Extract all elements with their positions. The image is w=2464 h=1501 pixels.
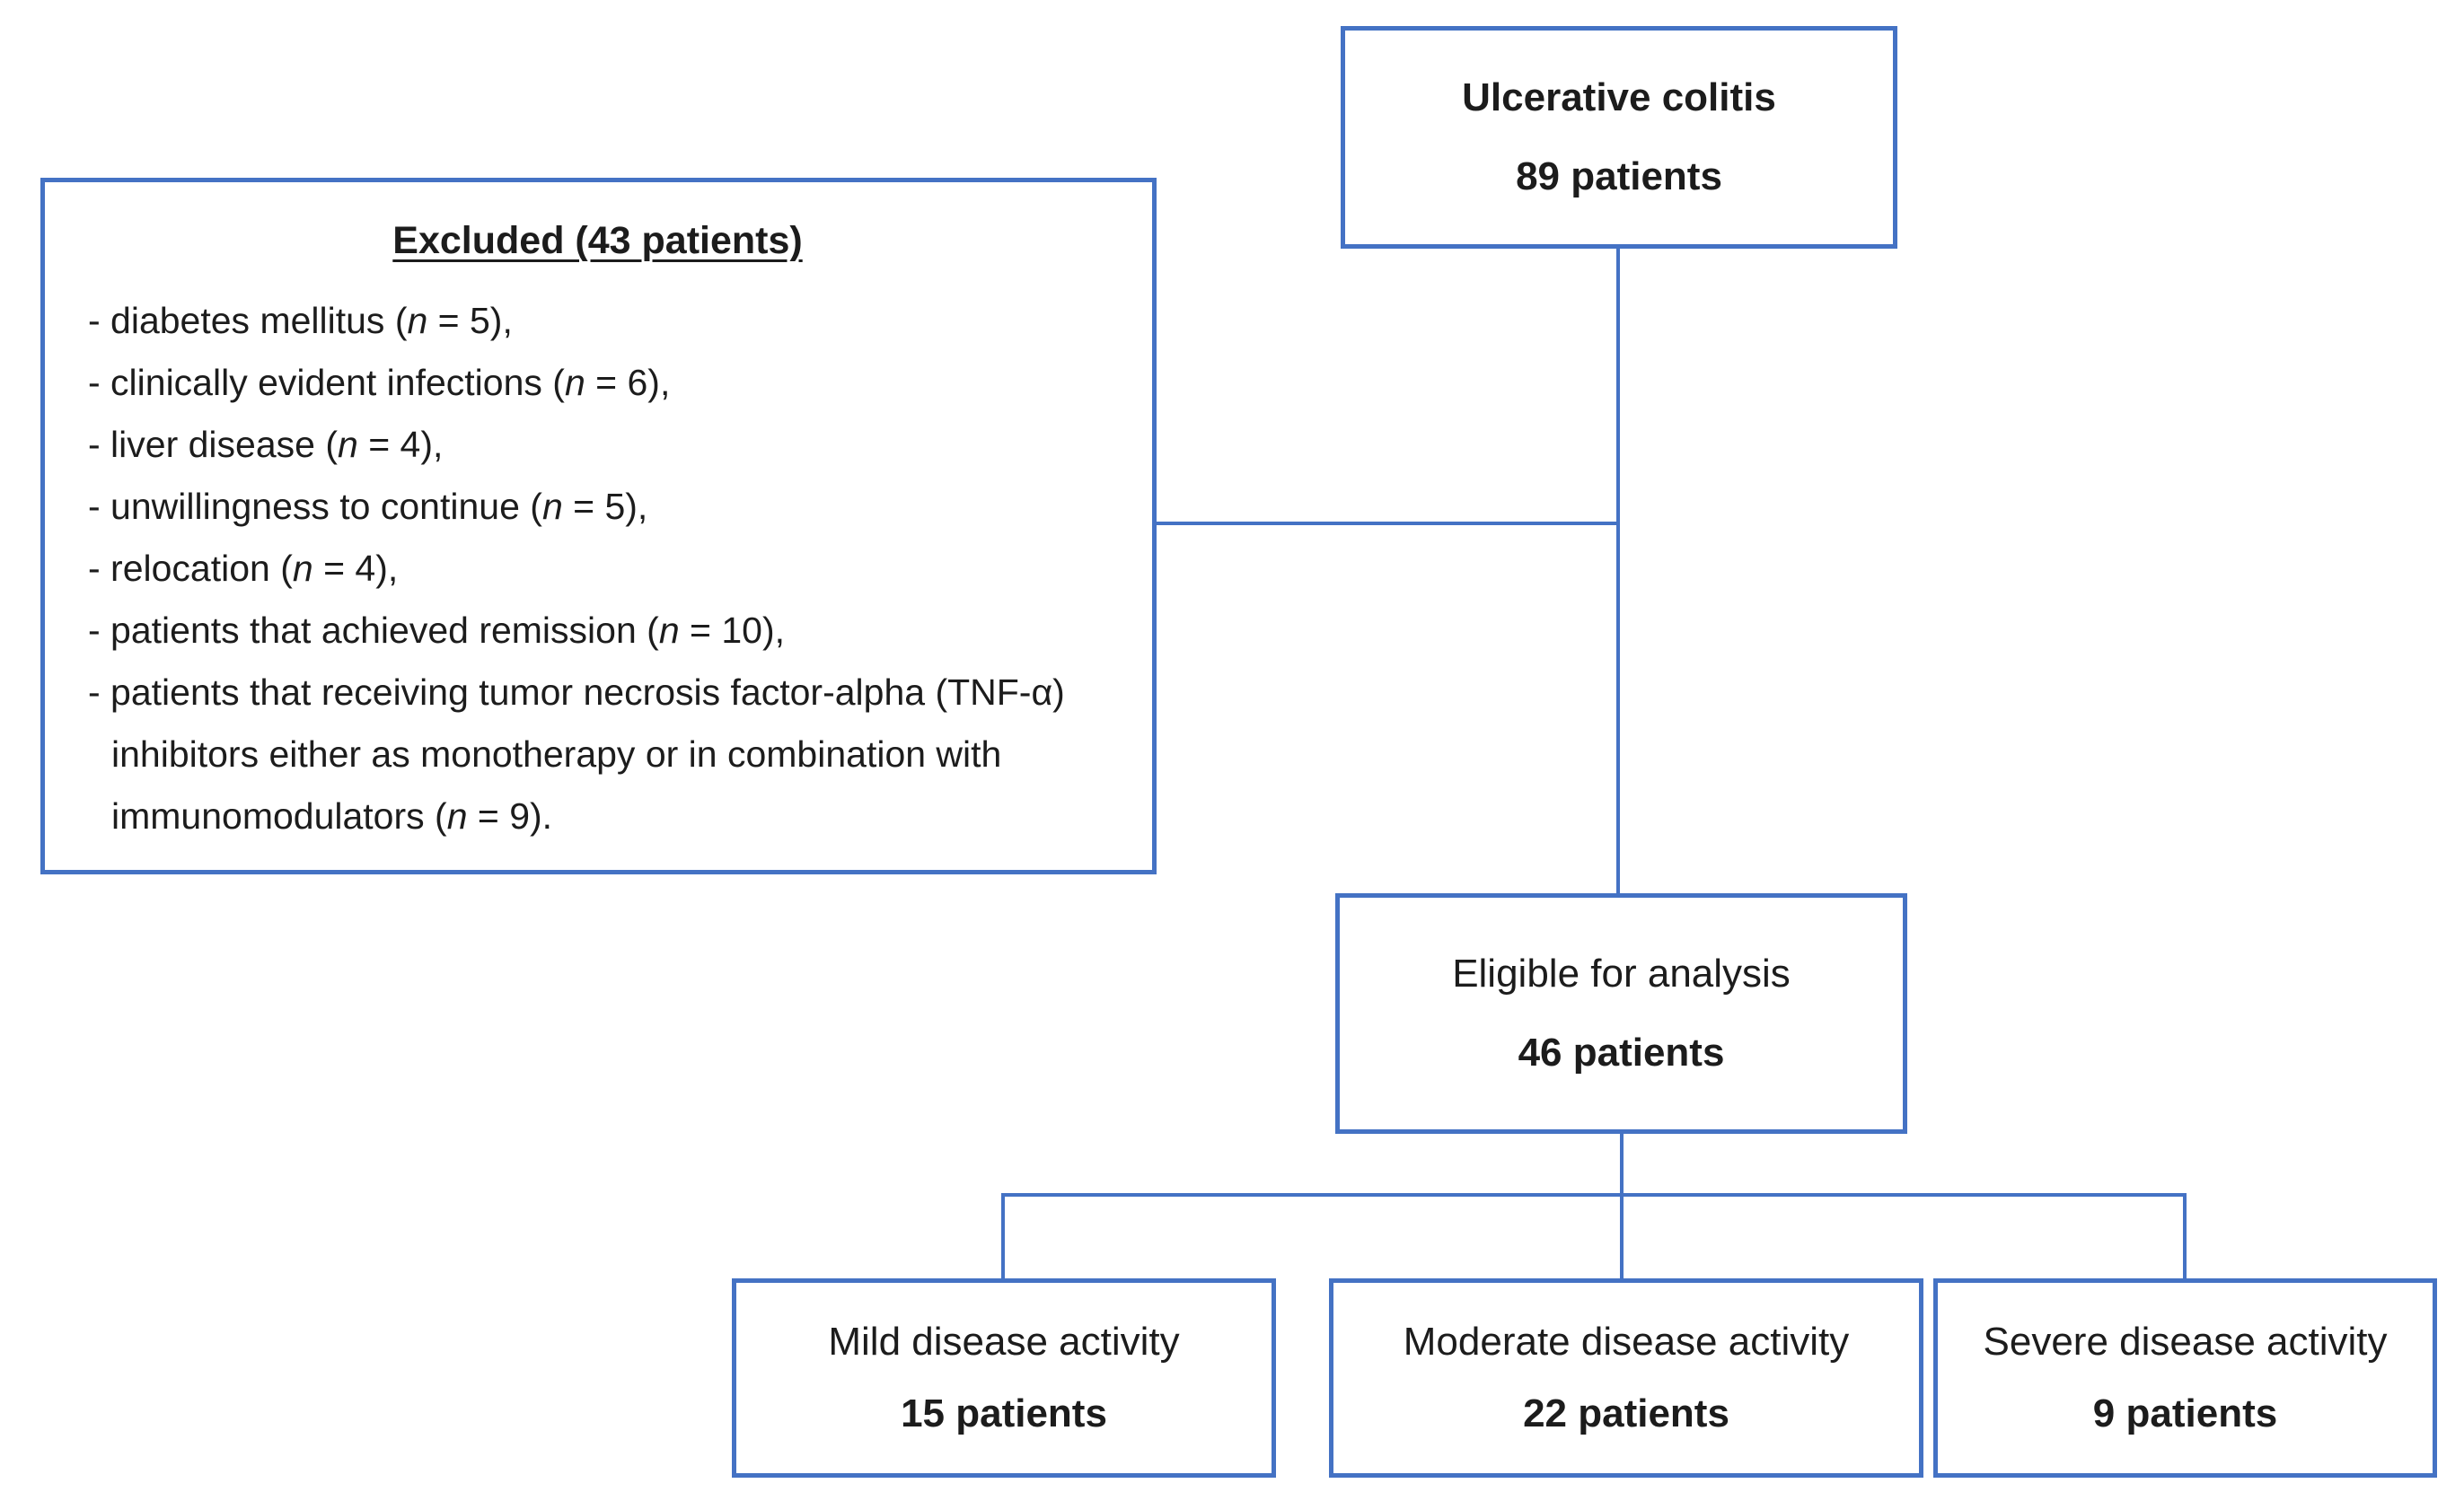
exclusion-item: - liver disease (n = 4), [68, 414, 1127, 476]
exclusion-item-text: = 5), [427, 299, 513, 341]
exclusion-item-text: = 4), [357, 423, 444, 465]
box-mild-disease-activity: Mild disease activity 15 patients [732, 1278, 1276, 1478]
exclusion-item-text: - diabetes mellitus ( [88, 299, 408, 341]
connector-top-to-eligible [1616, 248, 1620, 893]
connector-branch-to-severe [2183, 1193, 2187, 1281]
box-title: Severe disease activity [1983, 1319, 2388, 1364]
exclusion-item: - unwillingness to continue (n = 5), [68, 476, 1127, 538]
exclusion-item-text: immunomodulators ( [111, 794, 447, 837]
exclusion-item-text: - relocation ( [88, 547, 293, 589]
excluded-title: Excluded (43 patients) [392, 219, 803, 262]
box-title: Eligible for analysis [1452, 951, 1791, 996]
box-excluded: Excluded (43 patients) - diabetes mellit… [40, 178, 1157, 874]
connector-outcome-branch [1001, 1193, 2187, 1197]
box-severe-disease-activity: Severe disease activity 9 patients [1933, 1278, 2437, 1478]
connector-eligible-to-moderate [1620, 1134, 1624, 1281]
exclusion-item-text: = 9). [467, 794, 553, 837]
n-variable: n [407, 299, 428, 341]
exclusion-item: - diabetes mellitus (n = 5), [68, 290, 1127, 352]
exclusion-item-text: = 4), [312, 547, 399, 589]
box-count: 15 patients [901, 1391, 1107, 1435]
box-count: 89 patients [1516, 154, 1722, 198]
exclusion-item-continuation: immunomodulators (n = 9). [68, 786, 1127, 847]
exclusion-item-text: = 6), [585, 361, 671, 403]
box-count: 22 patients [1523, 1391, 1729, 1435]
exclusion-item-text: inhibitors either as monotherapy or in c… [111, 733, 1002, 775]
exclusion-item: - patients that achieved remission (n = … [68, 600, 1127, 662]
box-title: Mild disease activity [828, 1319, 1180, 1364]
exclusion-item: - patients that receiving tumor necrosis… [68, 662, 1127, 724]
exclusion-item-text: = 10), [679, 609, 785, 651]
exclusion-list: - diabetes mellitus (n = 5), - clinicall… [68, 290, 1127, 847]
exclusion-item-text: - unwillingness to continue ( [88, 485, 542, 527]
box-count: 46 patients [1518, 1031, 1725, 1075]
n-variable: n [658, 609, 680, 651]
exclusion-item-text: - patients that receiving tumor necrosis… [88, 671, 1065, 713]
exclusion-item-text: = 5), [562, 485, 648, 527]
exclusion-item: - clinically evident infections (n = 6), [68, 352, 1127, 414]
connector-excluded-branch [1157, 522, 1618, 525]
box-title: Ulcerative colitis [1462, 75, 1776, 119]
box-ulcerative-colitis: Ulcerative colitis 89 patients [1341, 26, 1897, 249]
n-variable: n [292, 547, 313, 589]
n-variable: n [337, 423, 358, 465]
connector-branch-to-mild [1001, 1193, 1005, 1281]
exclusion-item-text: - liver disease ( [88, 423, 338, 465]
exclusion-item-continuation: inhibitors either as monotherapy or in c… [68, 724, 1127, 786]
n-variable: n [564, 361, 585, 403]
exclusion-item: - relocation (n = 4), [68, 538, 1127, 600]
box-eligible-for-analysis: Eligible for analysis 46 patients [1335, 893, 1907, 1134]
box-title: Moderate disease activity [1403, 1319, 1850, 1364]
n-variable: n [541, 485, 563, 527]
box-count: 9 patients [2092, 1391, 2278, 1435]
n-variable: n [446, 794, 468, 837]
box-moderate-disease-activity: Moderate disease activity 22 patients [1329, 1278, 1923, 1478]
exclusion-item-text: - clinically evident infections ( [88, 361, 565, 403]
exclusion-item-text: - patients that achieved remission ( [88, 609, 659, 651]
